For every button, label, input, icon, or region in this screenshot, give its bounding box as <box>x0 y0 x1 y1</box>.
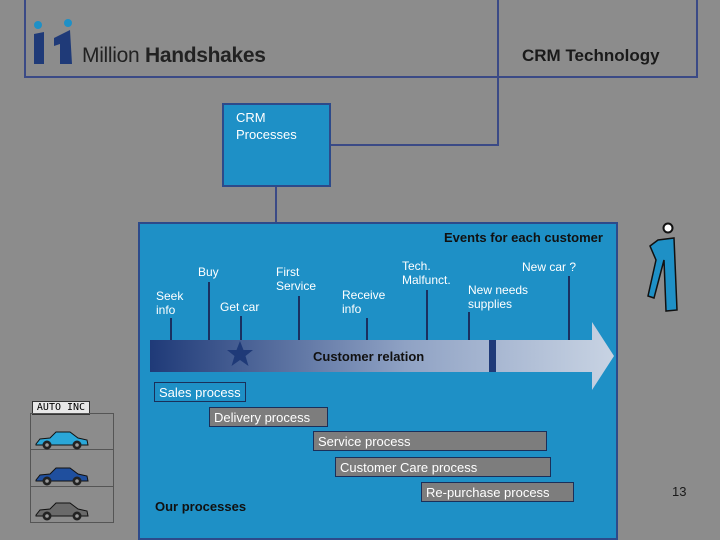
event-new-needs: New needs supplies <box>468 283 529 311</box>
process-customer-care: Customer Care process <box>335 457 551 477</box>
process-sales: Sales process <box>154 382 246 402</box>
tick-tech-malfunct <box>426 290 428 340</box>
tick-receive-info <box>366 318 368 340</box>
garage-shelf-1 <box>30 449 114 450</box>
tick-get-car <box>240 316 242 340</box>
event-receive-info: Receive info <box>342 288 386 316</box>
garage-frame <box>30 413 114 523</box>
mascot-figure-icon <box>647 222 678 312</box>
company-logo-icon <box>34 19 72 64</box>
tick-first-service <box>298 296 300 340</box>
event-first-service: First Service <box>276 265 317 293</box>
connector-header-horizontal <box>331 144 499 146</box>
garage-shelf-2 <box>30 486 114 487</box>
connector-header-vertical <box>497 78 499 145</box>
crm-processes-label: CRM Processes <box>236 110 297 142</box>
header-divider <box>497 0 499 78</box>
car-icon <box>35 431 89 450</box>
star-icon <box>227 341 253 366</box>
events-title: Events for each customer <box>444 230 603 245</box>
event-get-car: Get car <box>220 300 260 314</box>
page-number: 13 <box>672 484 687 499</box>
customer-relation-label: Customer relation <box>313 349 425 364</box>
event-buy: Buy <box>198 265 219 279</box>
process-re-purchase: Re-purchase process <box>421 482 574 502</box>
tick-new-car <box>568 276 570 340</box>
event-seek-info: Seek info <box>156 289 184 317</box>
crm-processes-box: CRM Processes <box>222 103 331 187</box>
header-title: CRM Technology <box>522 46 660 65</box>
brand-name: Million Handshakes <box>82 44 266 67</box>
tick-seek-info <box>170 318 172 340</box>
tick-buy <box>208 282 210 340</box>
process-service: Service process <box>313 431 547 451</box>
auto-inc-sign: AUTO INC <box>32 401 90 415</box>
customer-relation-arrow <box>150 322 614 390</box>
event-tech-malfunct: Tech. Malfunct. <box>402 259 451 287</box>
car-icon <box>35 502 89 521</box>
connector-crm-to-panel <box>275 187 277 223</box>
header-frame <box>24 0 698 78</box>
event-new-car: New car ? <box>522 260 577 274</box>
tick-new-needs <box>468 312 470 340</box>
process-delivery: Delivery process <box>209 407 328 427</box>
car-icon <box>35 467 89 486</box>
our-processes-label: Our processes <box>155 499 247 514</box>
